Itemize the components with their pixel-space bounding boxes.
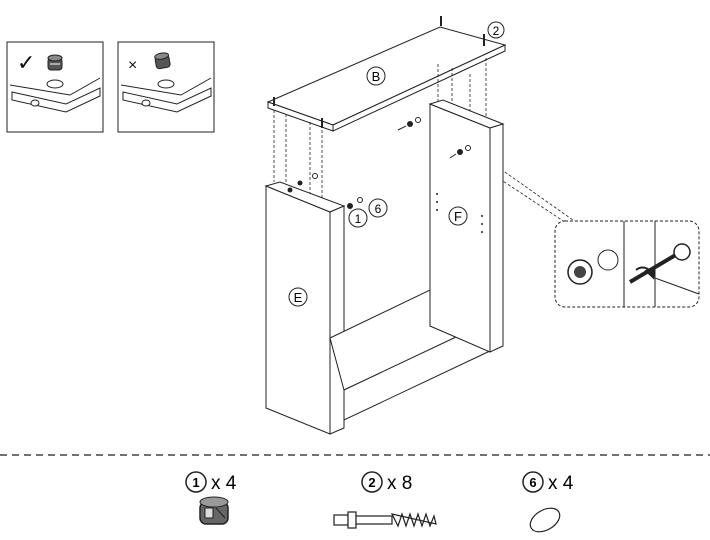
part-2: 2 x 8	[333, 471, 437, 529]
cam-lock-icon	[567, 249, 619, 285]
side-panel-f: F	[397, 99, 505, 353]
part-6: 6 x 4	[522, 471, 574, 533]
detail-zoom-box	[554, 220, 700, 308]
cam-lock-icon	[154, 52, 171, 70]
cam-bolt-icon	[333, 511, 437, 529]
panel-f-label: F	[454, 209, 462, 224]
hint-box-wrong: ×	[117, 41, 215, 133]
side-panel-e: E	[264, 173, 346, 435]
part-2-quantity: x 8	[387, 473, 412, 494]
cam-lock-callout: 1	[355, 212, 362, 226]
top-panel-b: B 2	[266, 16, 507, 132]
cam-lock-callouts: 1 6	[347, 197, 388, 228]
part-6-quantity: x 4	[548, 473, 574, 494]
correct-mark: ✓	[17, 50, 35, 75]
hint-box-correct: ✓	[6, 41, 104, 133]
parts-legend: 1 x 4 2 x 8 6 x 4	[185, 471, 574, 533]
part-1-quantity: x 4	[211, 473, 237, 494]
screwdriver-icon	[628, 243, 691, 284]
wrong-mark: ×	[128, 57, 137, 74]
part-6-number: 6	[529, 475, 536, 490]
part-1-number: 1	[192, 475, 199, 490]
cam-bolt-callout: 2	[493, 24, 500, 38]
panel-e-label: E	[294, 290, 303, 305]
cam-lock-icon	[199, 496, 229, 525]
cover-cap-icon	[529, 507, 561, 533]
cam-lock-icon	[47, 54, 63, 71]
panel-b-label: B	[372, 69, 381, 84]
part-2-number: 2	[368, 475, 375, 490]
cover-cap-callout: 6	[375, 202, 382, 216]
part-1: 1 x 4	[185, 471, 237, 525]
